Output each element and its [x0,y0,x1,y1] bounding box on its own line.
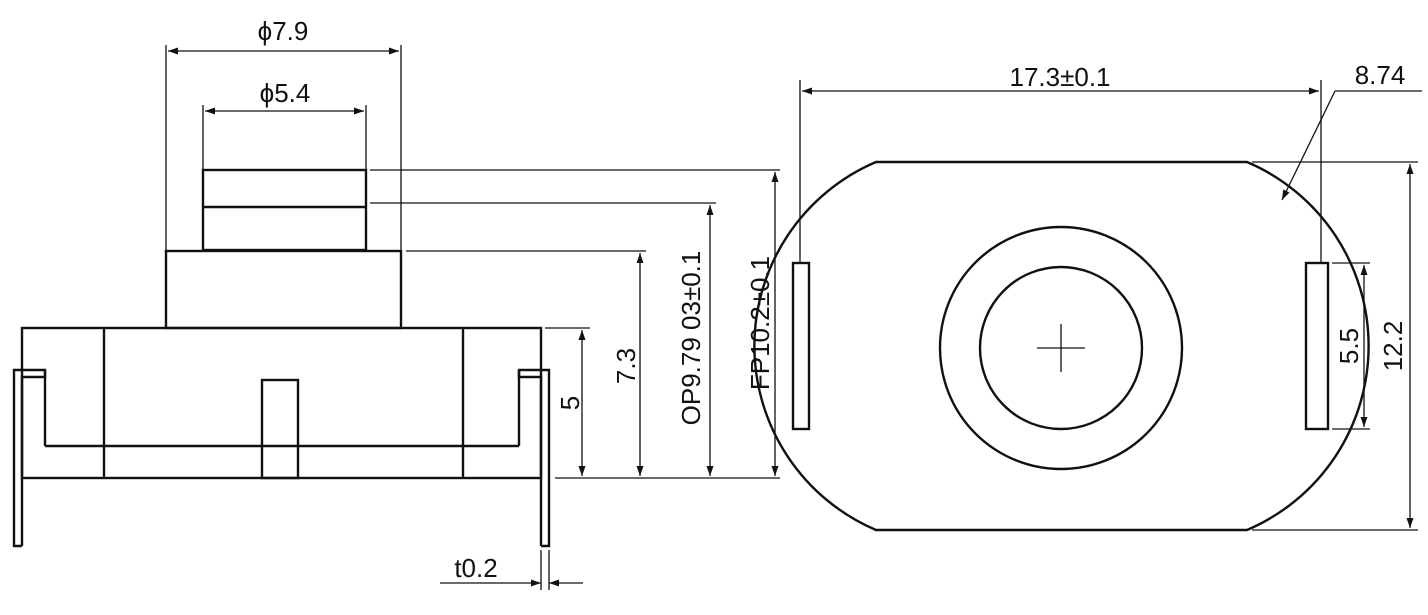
top-dimension-lines [802,87,1422,528]
terminal-height-label: 5.5 [1334,328,1364,364]
top-view: 17.3±0.1 8.74 5.5 12.2 [753,60,1422,532]
center-mark [1037,324,1085,372]
total-height-label: 7.3 [611,348,641,384]
cap-outer-diameter-label: ϕ7.9 [258,16,309,46]
switch-body [20,326,543,480]
left-terminal [12,368,47,548]
outer-ring [938,225,1184,471]
right-terminal [517,368,551,548]
left-tab [791,261,811,431]
terminal-thickness-label: t0.2 [454,553,497,583]
actuator-cap [201,168,368,252]
right-tab [1304,261,1330,431]
arc-flat-width-label: 8.74 [1355,60,1406,90]
free-position-label: FP10.2±0.1 [745,256,775,390]
overall-height-label: 12.2 [1378,321,1408,372]
top-extension-lines [799,80,1418,531]
side-view: ϕ7.9 ϕ5.4 5 7.3 OP9.79 03±0.1 FP10.2±0.1… [12,16,780,590]
side-extension-lines [165,45,780,590]
actuator-base [164,249,403,330]
body-outline [753,160,1370,532]
body-height-label: 5 [555,396,585,410]
operating-position-label: OP9.79 03±0.1 [676,251,706,426]
side-dimension-lines [168,47,779,587]
overall-width-label: 17.3±0.1 [1009,62,1110,92]
inner-button [978,265,1144,431]
cap-inner-diameter-label: ϕ5.4 [260,78,311,108]
